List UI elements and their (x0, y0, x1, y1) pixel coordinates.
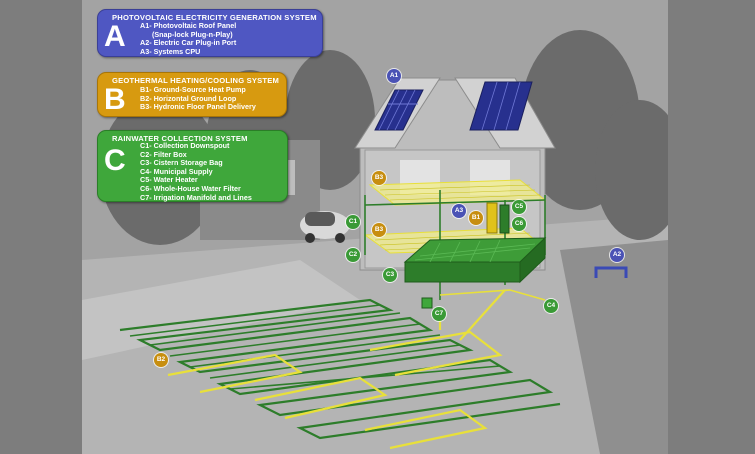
panel-item: A2- Electric Car Plug-in Port (140, 38, 237, 48)
callout-b3-upper: B3 (372, 171, 386, 185)
photovoltaic-system-panel: A PHOTOVOLTAIC ELECTRICITY GENERATION SY… (97, 9, 323, 57)
right-margin (668, 0, 755, 454)
callout-c2: C2 (346, 248, 360, 262)
irrigation-manifold (421, 297, 433, 309)
car-plug-in-port (594, 266, 628, 278)
panel-letter: A (104, 20, 126, 53)
panel-items: C1- Collection Downspout C2- Filter Box … (140, 141, 252, 202)
callout-c4: C4 (544, 299, 558, 313)
callout-c1: C1 (346, 215, 360, 229)
left-margin (0, 0, 82, 454)
panel-item: C6- Whole-House Water Filter (140, 183, 241, 193)
callout-c6: C6 (512, 217, 526, 231)
panel-item: C2- Filter Box (140, 149, 187, 159)
callout-a3: A3 (452, 204, 466, 218)
callout-b1: B1 (469, 211, 483, 225)
panel-letter: B (104, 83, 126, 116)
panel-item: (Snap-lock Plug-n-Play) (140, 29, 233, 39)
callout-a2: A2 (610, 248, 624, 262)
callout-c7: C7 (432, 307, 446, 321)
municipal-supply-line (439, 289, 546, 301)
panel-title: RAINWATER COLLECTION SYSTEM (112, 134, 248, 143)
driveway (82, 260, 360, 360)
callout-b2: B2 (154, 353, 168, 367)
panel-title: GEOTHERMAL HEATING/COOLING SYSTEM (112, 76, 280, 85)
panel-item: A1- Photovoltaic Roof Panel (140, 21, 237, 30)
panel-item: C7- Irrigation Manifold and Lines (140, 192, 252, 202)
panel-item: C5- Water Heater (140, 175, 198, 185)
electric-car (300, 211, 350, 243)
water-heater-unit (499, 204, 510, 234)
heat-pump-unit (486, 202, 498, 234)
sidewalk (560, 240, 668, 454)
geothermal-system-panel: B GEOTHERMAL HEATING/COOLING SYSTEM B1- … (97, 72, 287, 117)
rainwater-system-panel: C RAINWATER COLLECTION SYSTEM C1- Collec… (97, 130, 288, 202)
panel-item: C3- Cistern Storage Bag (140, 158, 223, 168)
callout-b3-lower: B3 (372, 223, 386, 237)
panel-items: A1- Photovoltaic Roof Panel (Snap-lock P… (140, 21, 237, 56)
cistern-storage-bag (403, 236, 547, 284)
horizontal-ground-loop (167, 289, 506, 450)
panel-items: B1- Ground-Source Heat Pump B2- Horizont… (140, 85, 256, 112)
callout-c5: C5 (512, 200, 526, 214)
panel-letter: C (104, 144, 126, 177)
panel-item: A3- Systems CPU (140, 46, 201, 56)
panel-item: C4- Municipal Supply (140, 166, 213, 176)
panel-item: B2- Horizontal Ground Loop (140, 93, 237, 103)
panel-item: B1- Ground-Source Heat Pump (140, 85, 246, 94)
panel-item: B3- Hydronic Floor Panel Delivery (140, 102, 256, 112)
photovoltaic-roof-panels (374, 81, 533, 131)
callout-a1: A1 (387, 69, 401, 83)
callout-c3: C3 (383, 268, 397, 282)
panel-title: PHOTOVOLTAIC ELECTRICITY GENERATION SYST… (112, 13, 317, 22)
irrigation-lines-secondary (129, 304, 501, 390)
panel-item: C1- Collection Downspout (140, 141, 230, 150)
